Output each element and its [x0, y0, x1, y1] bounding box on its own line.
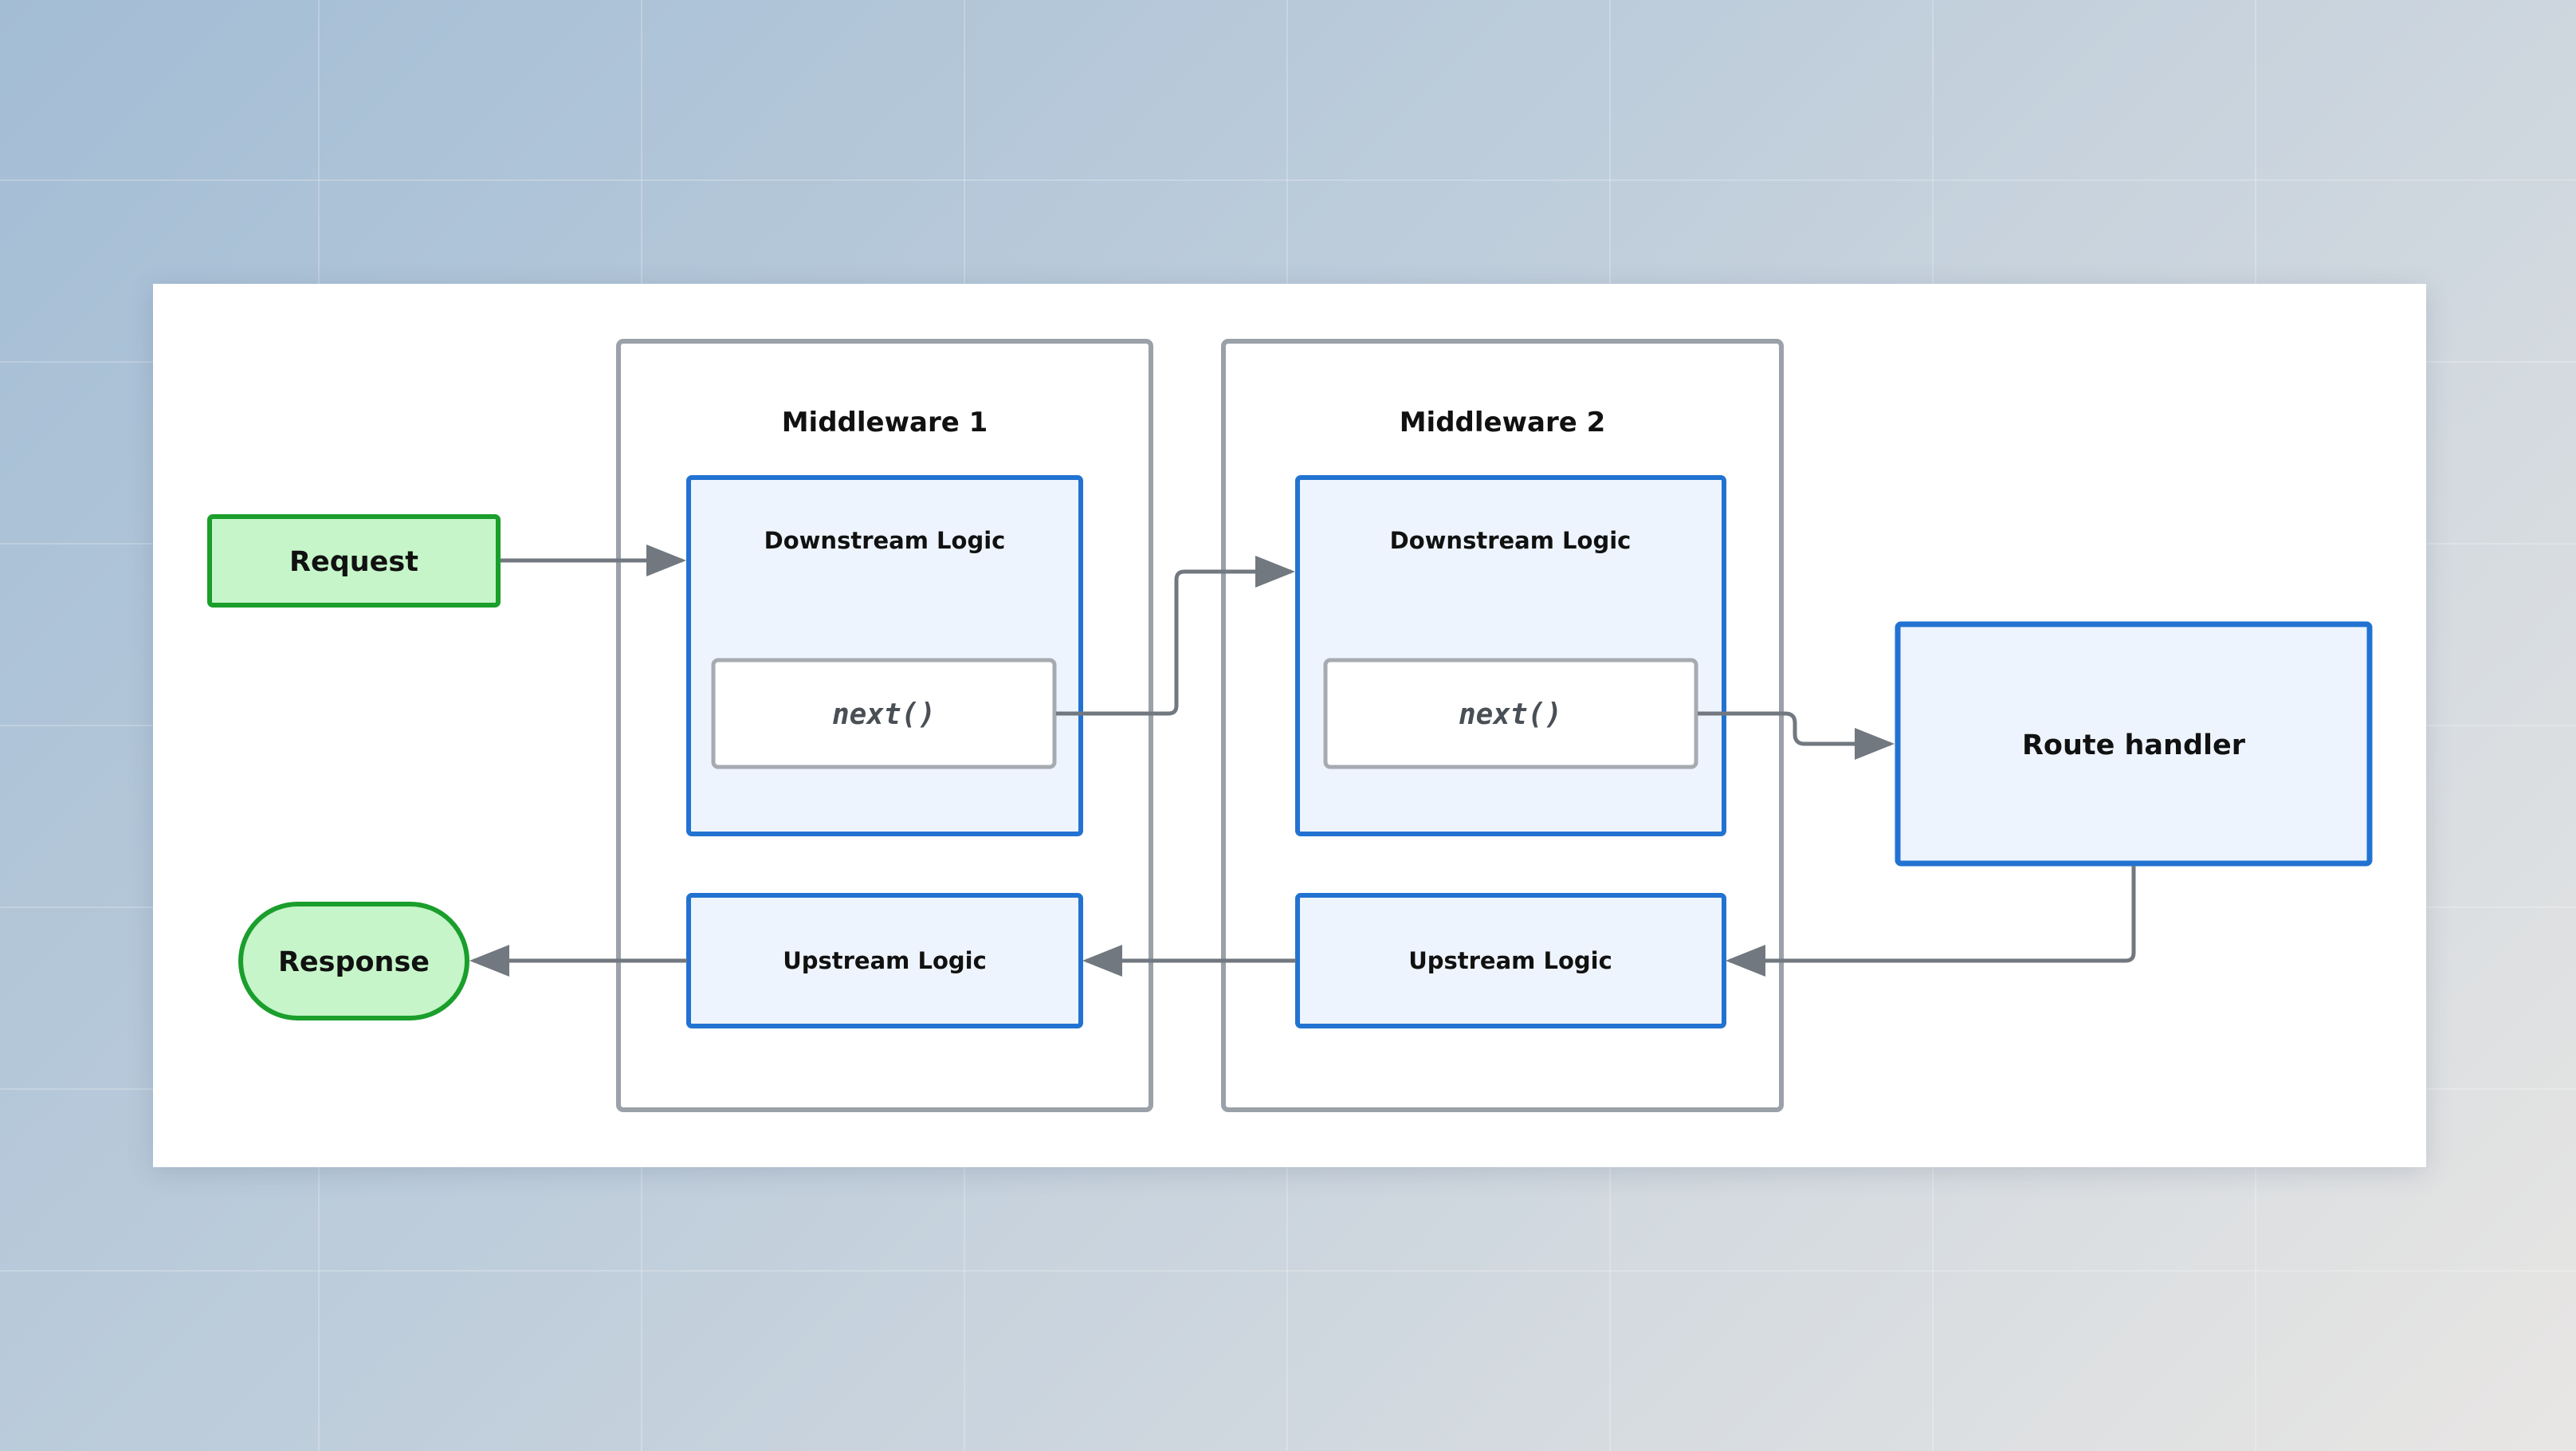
middleware-1-downstream-label: Downstream Logic: [764, 527, 1006, 554]
response-node: Response: [238, 902, 469, 1020]
arrow-next-2-to-route-handler: [1698, 711, 1895, 760]
arrow-next-1-to-middleware-2: [1056, 556, 1295, 716]
middleware-1-next-label: next(): [832, 698, 936, 731]
middleware-2-downstream-label: Downstream Logic: [1390, 527, 1632, 554]
middleware-2-downstream-logic: Downstream Logic: [1295, 475, 1726, 836]
route-handler-node: Route handler: [1895, 621, 2373, 867]
request-label: Request: [289, 546, 418, 578]
response-label: Response: [278, 946, 430, 978]
middleware-1-next-call: next(): [711, 658, 1057, 769]
middleware-2-title: Middleware 2: [1400, 407, 1606, 438]
middleware-1-upstream-logic: Upstream Logic: [686, 893, 1083, 1028]
middleware-2-next-call: next(): [1323, 658, 1698, 769]
request-node: Request: [207, 514, 501, 608]
middleware-2-upstream-logic: Upstream Logic: [1295, 893, 1726, 1028]
arrow-route-handler-to-upstream-2: [1726, 866, 2136, 977]
route-handler-label: Route handler: [2022, 729, 2246, 761]
middleware-2-next-label: next(): [1459, 698, 1562, 731]
middleware-2-upstream-label: Upstream Logic: [1408, 947, 1612, 974]
middleware-1-title: Middleware 1: [782, 407, 988, 438]
middleware-1-downstream-logic: Downstream Logic: [686, 475, 1083, 836]
middleware-1-upstream-label: Upstream Logic: [783, 947, 987, 974]
